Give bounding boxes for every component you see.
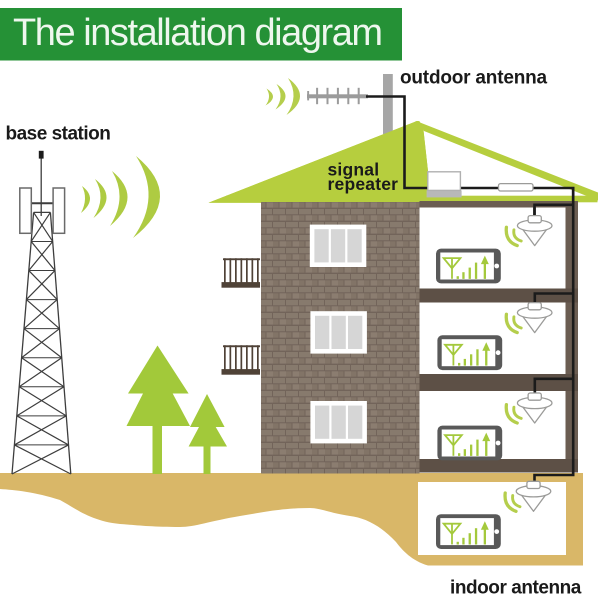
svg-text:The installation diagram: The installation diagram: [13, 12, 382, 54]
svg-text:base station: base station: [6, 124, 111, 145]
svg-text:outdoor antenna: outdoor antenna: [400, 68, 548, 89]
svg-text:signal: signal: [328, 160, 380, 180]
svg-text:indoor antenna: indoor antenna: [450, 577, 582, 598]
svg-text:repeater: repeater: [328, 174, 399, 194]
